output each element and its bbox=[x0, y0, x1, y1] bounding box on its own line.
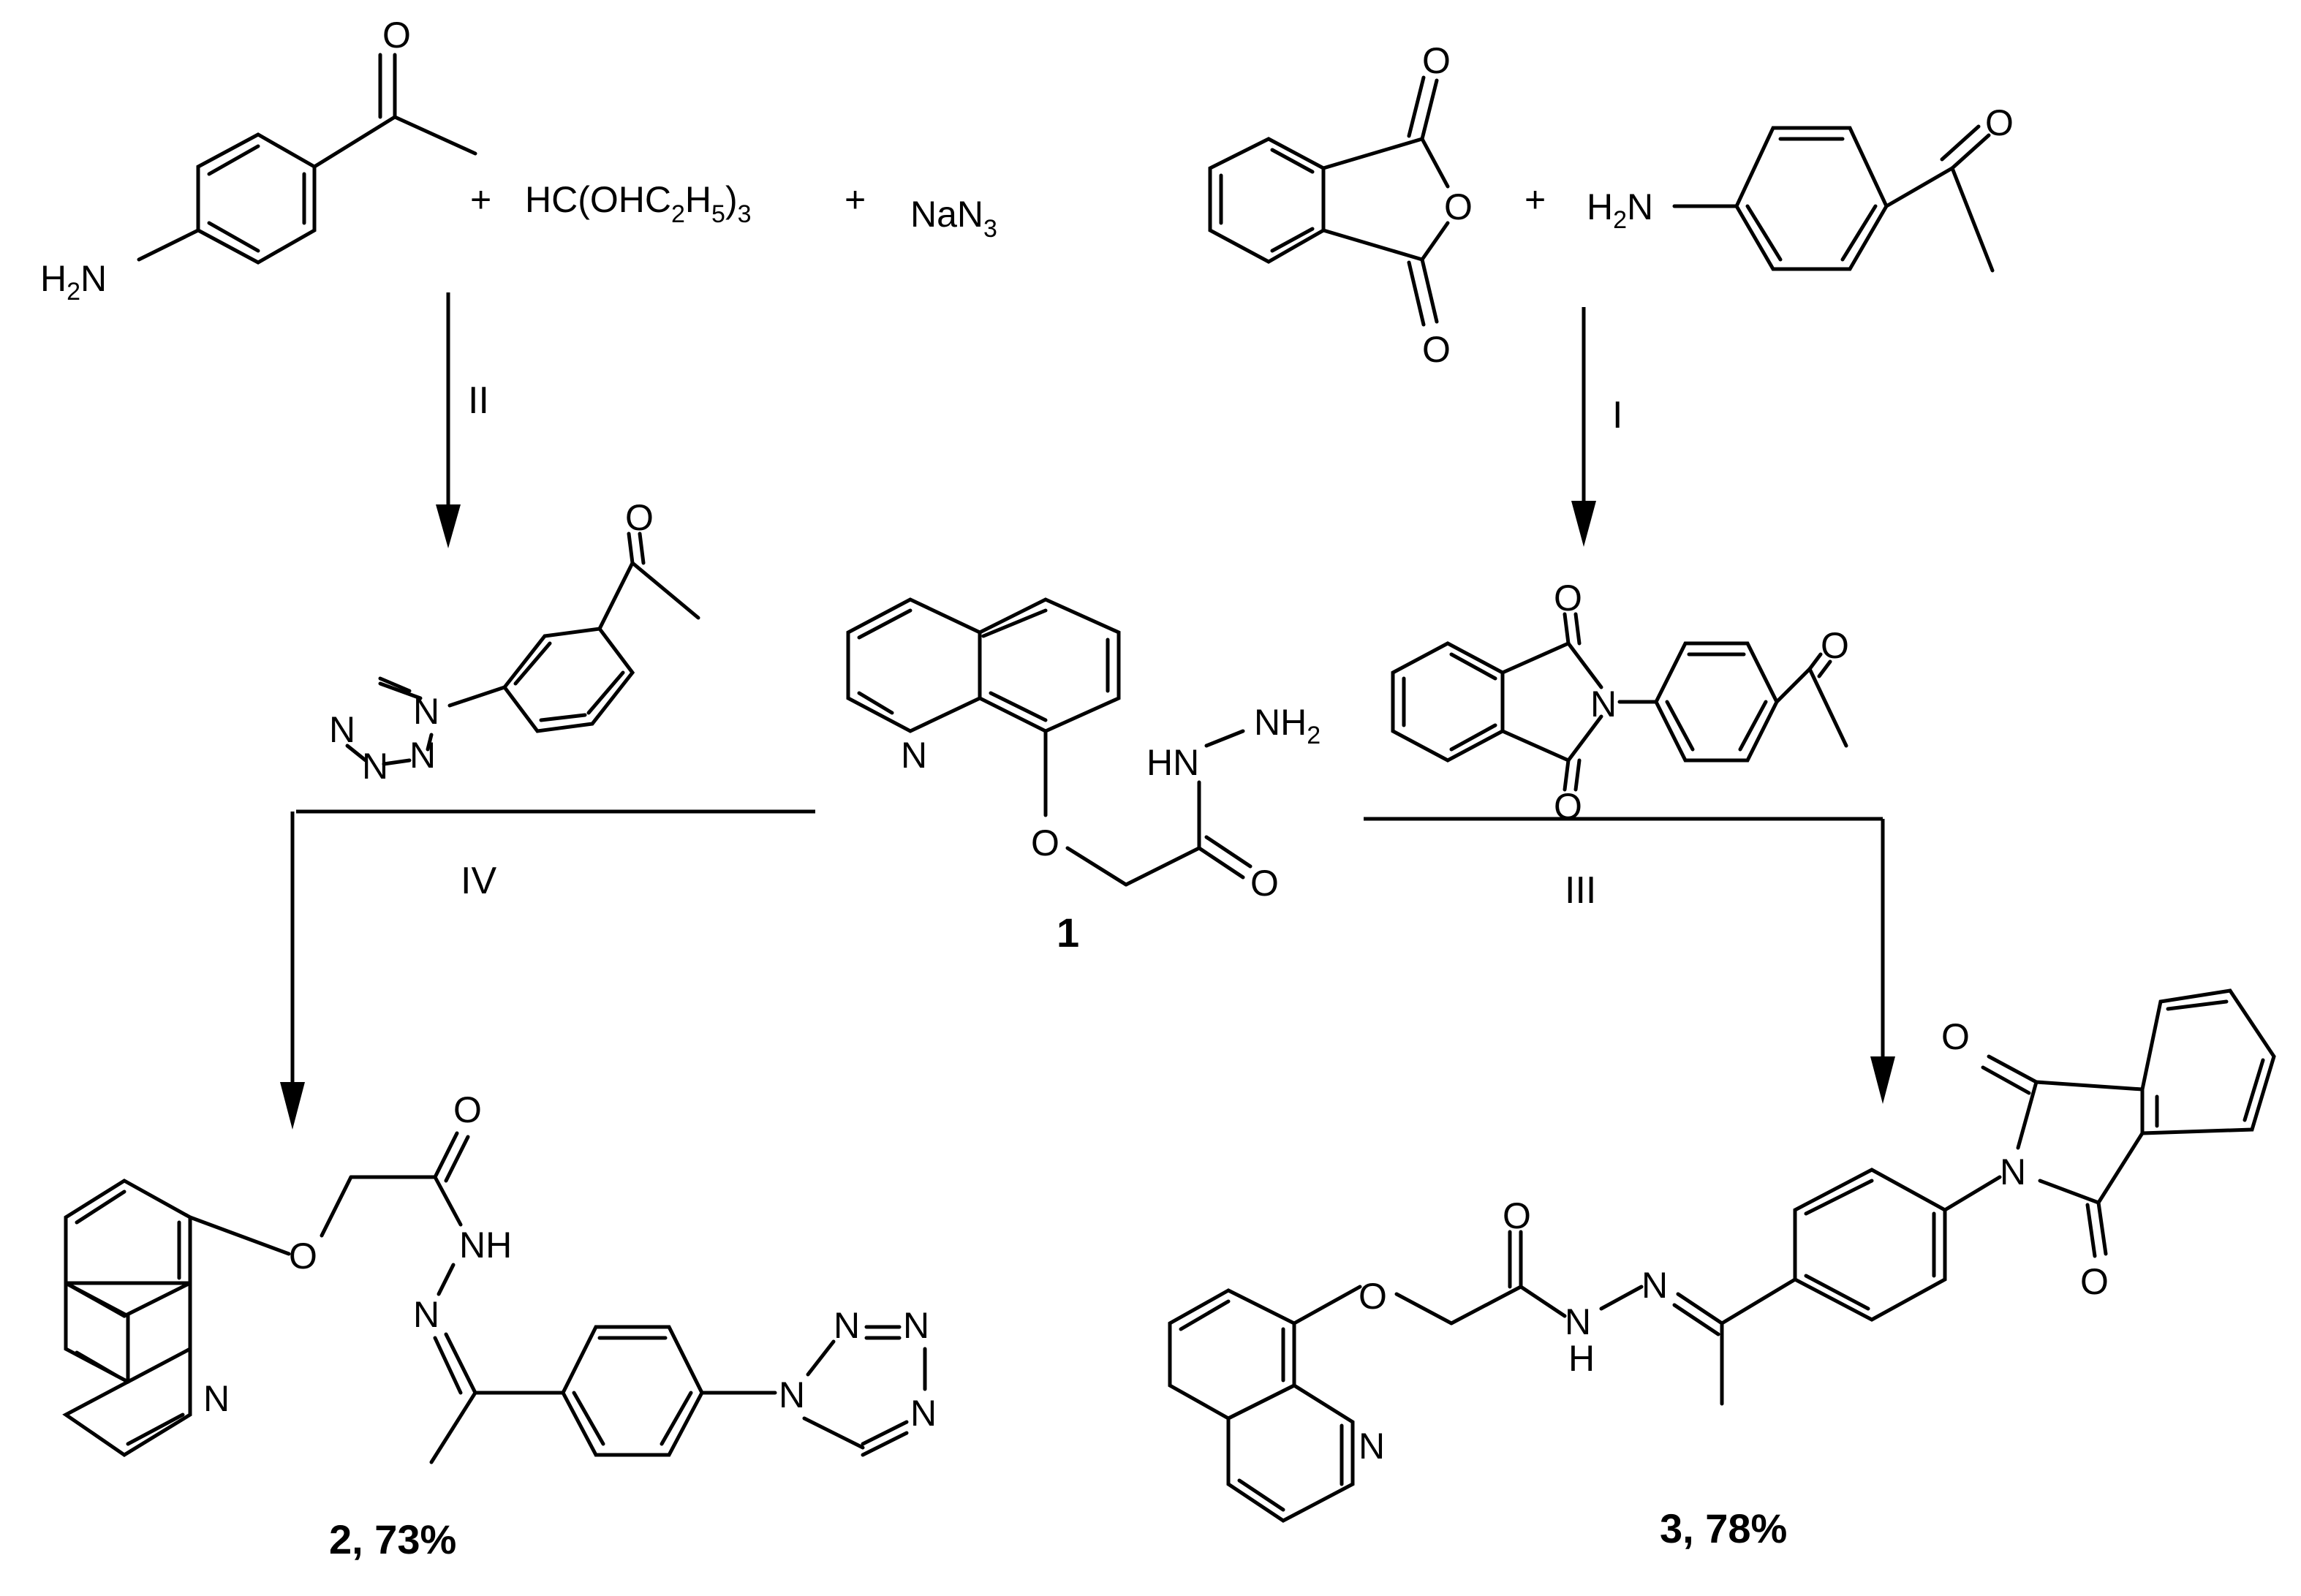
svg-text:O: O bbox=[289, 1236, 317, 1277]
aminoacetophenone-right: H2N O bbox=[1587, 102, 2014, 273]
svg-text:O: O bbox=[1821, 625, 1849, 666]
step-label-IV: IV bbox=[461, 860, 496, 902]
svg-text:N: N bbox=[1641, 1265, 1668, 1306]
step-label-I: I bbox=[1612, 394, 1622, 436]
svg-text:NH2: NH2 bbox=[1254, 702, 1320, 749]
phthalic-anhydride: O O O bbox=[1208, 40, 1473, 370]
svg-text:N: N bbox=[834, 1305, 860, 1346]
tetrazolyl-acetophenone: O N N N N bbox=[329, 497, 700, 787]
step-label-III: III bbox=[1565, 869, 1596, 912]
svg-text:H: H bbox=[1568, 1338, 1595, 1379]
svg-text:O: O bbox=[2080, 1261, 2109, 1302]
compound-label-1: 1 bbox=[1057, 909, 1079, 956]
svg-text:HN: HN bbox=[1146, 742, 1199, 783]
svg-text:O: O bbox=[1422, 40, 1451, 81]
phthalimidoacetophenone: O N O O bbox=[1391, 578, 1849, 827]
svg-text:N: N bbox=[903, 1305, 929, 1346]
plus-sign: + bbox=[470, 179, 491, 220]
svg-text:N: N bbox=[901, 735, 927, 776]
svg-text:O: O bbox=[1554, 786, 1582, 827]
svg-text:O: O bbox=[1422, 329, 1451, 370]
compound-label-2: 2, 73% bbox=[329, 1516, 456, 1562]
svg-text:N: N bbox=[1590, 684, 1617, 725]
svg-text:N: N bbox=[1565, 1301, 1591, 1342]
plus-sign: + bbox=[1524, 179, 1546, 220]
svg-text:N: N bbox=[203, 1378, 230, 1419]
svg-text:O: O bbox=[1554, 578, 1582, 619]
svg-text:N: N bbox=[362, 746, 388, 787]
svg-text:O: O bbox=[1985, 102, 2014, 143]
svg-text:O: O bbox=[1444, 186, 1473, 227]
svg-text:N: N bbox=[1359, 1426, 1385, 1467]
plus-sign: + bbox=[845, 179, 866, 220]
aminoacetophenone-left: O H2N bbox=[40, 15, 477, 306]
svg-text:O: O bbox=[453, 1089, 482, 1130]
sodium-azide: NaN3 bbox=[910, 194, 997, 243]
carbonyl-oxygen: O bbox=[382, 15, 411, 56]
svg-text:NH: NH bbox=[459, 1225, 512, 1266]
step-label-II: II bbox=[468, 379, 489, 422]
svg-text:N: N bbox=[329, 709, 355, 750]
svg-text:N: N bbox=[409, 735, 436, 776]
svg-text:O: O bbox=[625, 497, 654, 538]
svg-text:O: O bbox=[1359, 1276, 1387, 1317]
svg-text:O: O bbox=[1941, 1016, 1970, 1057]
arrow-step-II: II bbox=[436, 292, 489, 548]
arrow-step-I: I bbox=[1571, 307, 1622, 547]
svg-text:H2N: H2N bbox=[40, 258, 107, 306]
triethyl-orthoformate: HC(OHC2H5)3 bbox=[525, 179, 752, 228]
svg-text:O: O bbox=[1503, 1195, 1531, 1236]
arrow-step-III: III bbox=[1364, 817, 1895, 1104]
compound-3-structure: N O O N H N N O O 3, 78% bbox=[1168, 988, 2276, 1551]
svg-text:N: N bbox=[413, 1294, 439, 1335]
quinolinyloxy-acetohydrazide: N O O HN NH2 1 bbox=[846, 597, 1320, 956]
svg-text:N: N bbox=[2000, 1151, 2026, 1192]
svg-text:O: O bbox=[1031, 822, 1059, 863]
compound-2-structure: N O O NH N N N N N 2, 73% bbox=[62, 1089, 937, 1562]
arrow-step-IV: IV bbox=[280, 809, 815, 1130]
svg-text:N: N bbox=[779, 1374, 805, 1415]
compound-label-3: 3, 78% bbox=[1660, 1505, 1787, 1551]
svg-text:H2N: H2N bbox=[1587, 186, 1653, 234]
svg-text:O: O bbox=[1250, 863, 1279, 904]
svg-text:N: N bbox=[910, 1393, 937, 1434]
